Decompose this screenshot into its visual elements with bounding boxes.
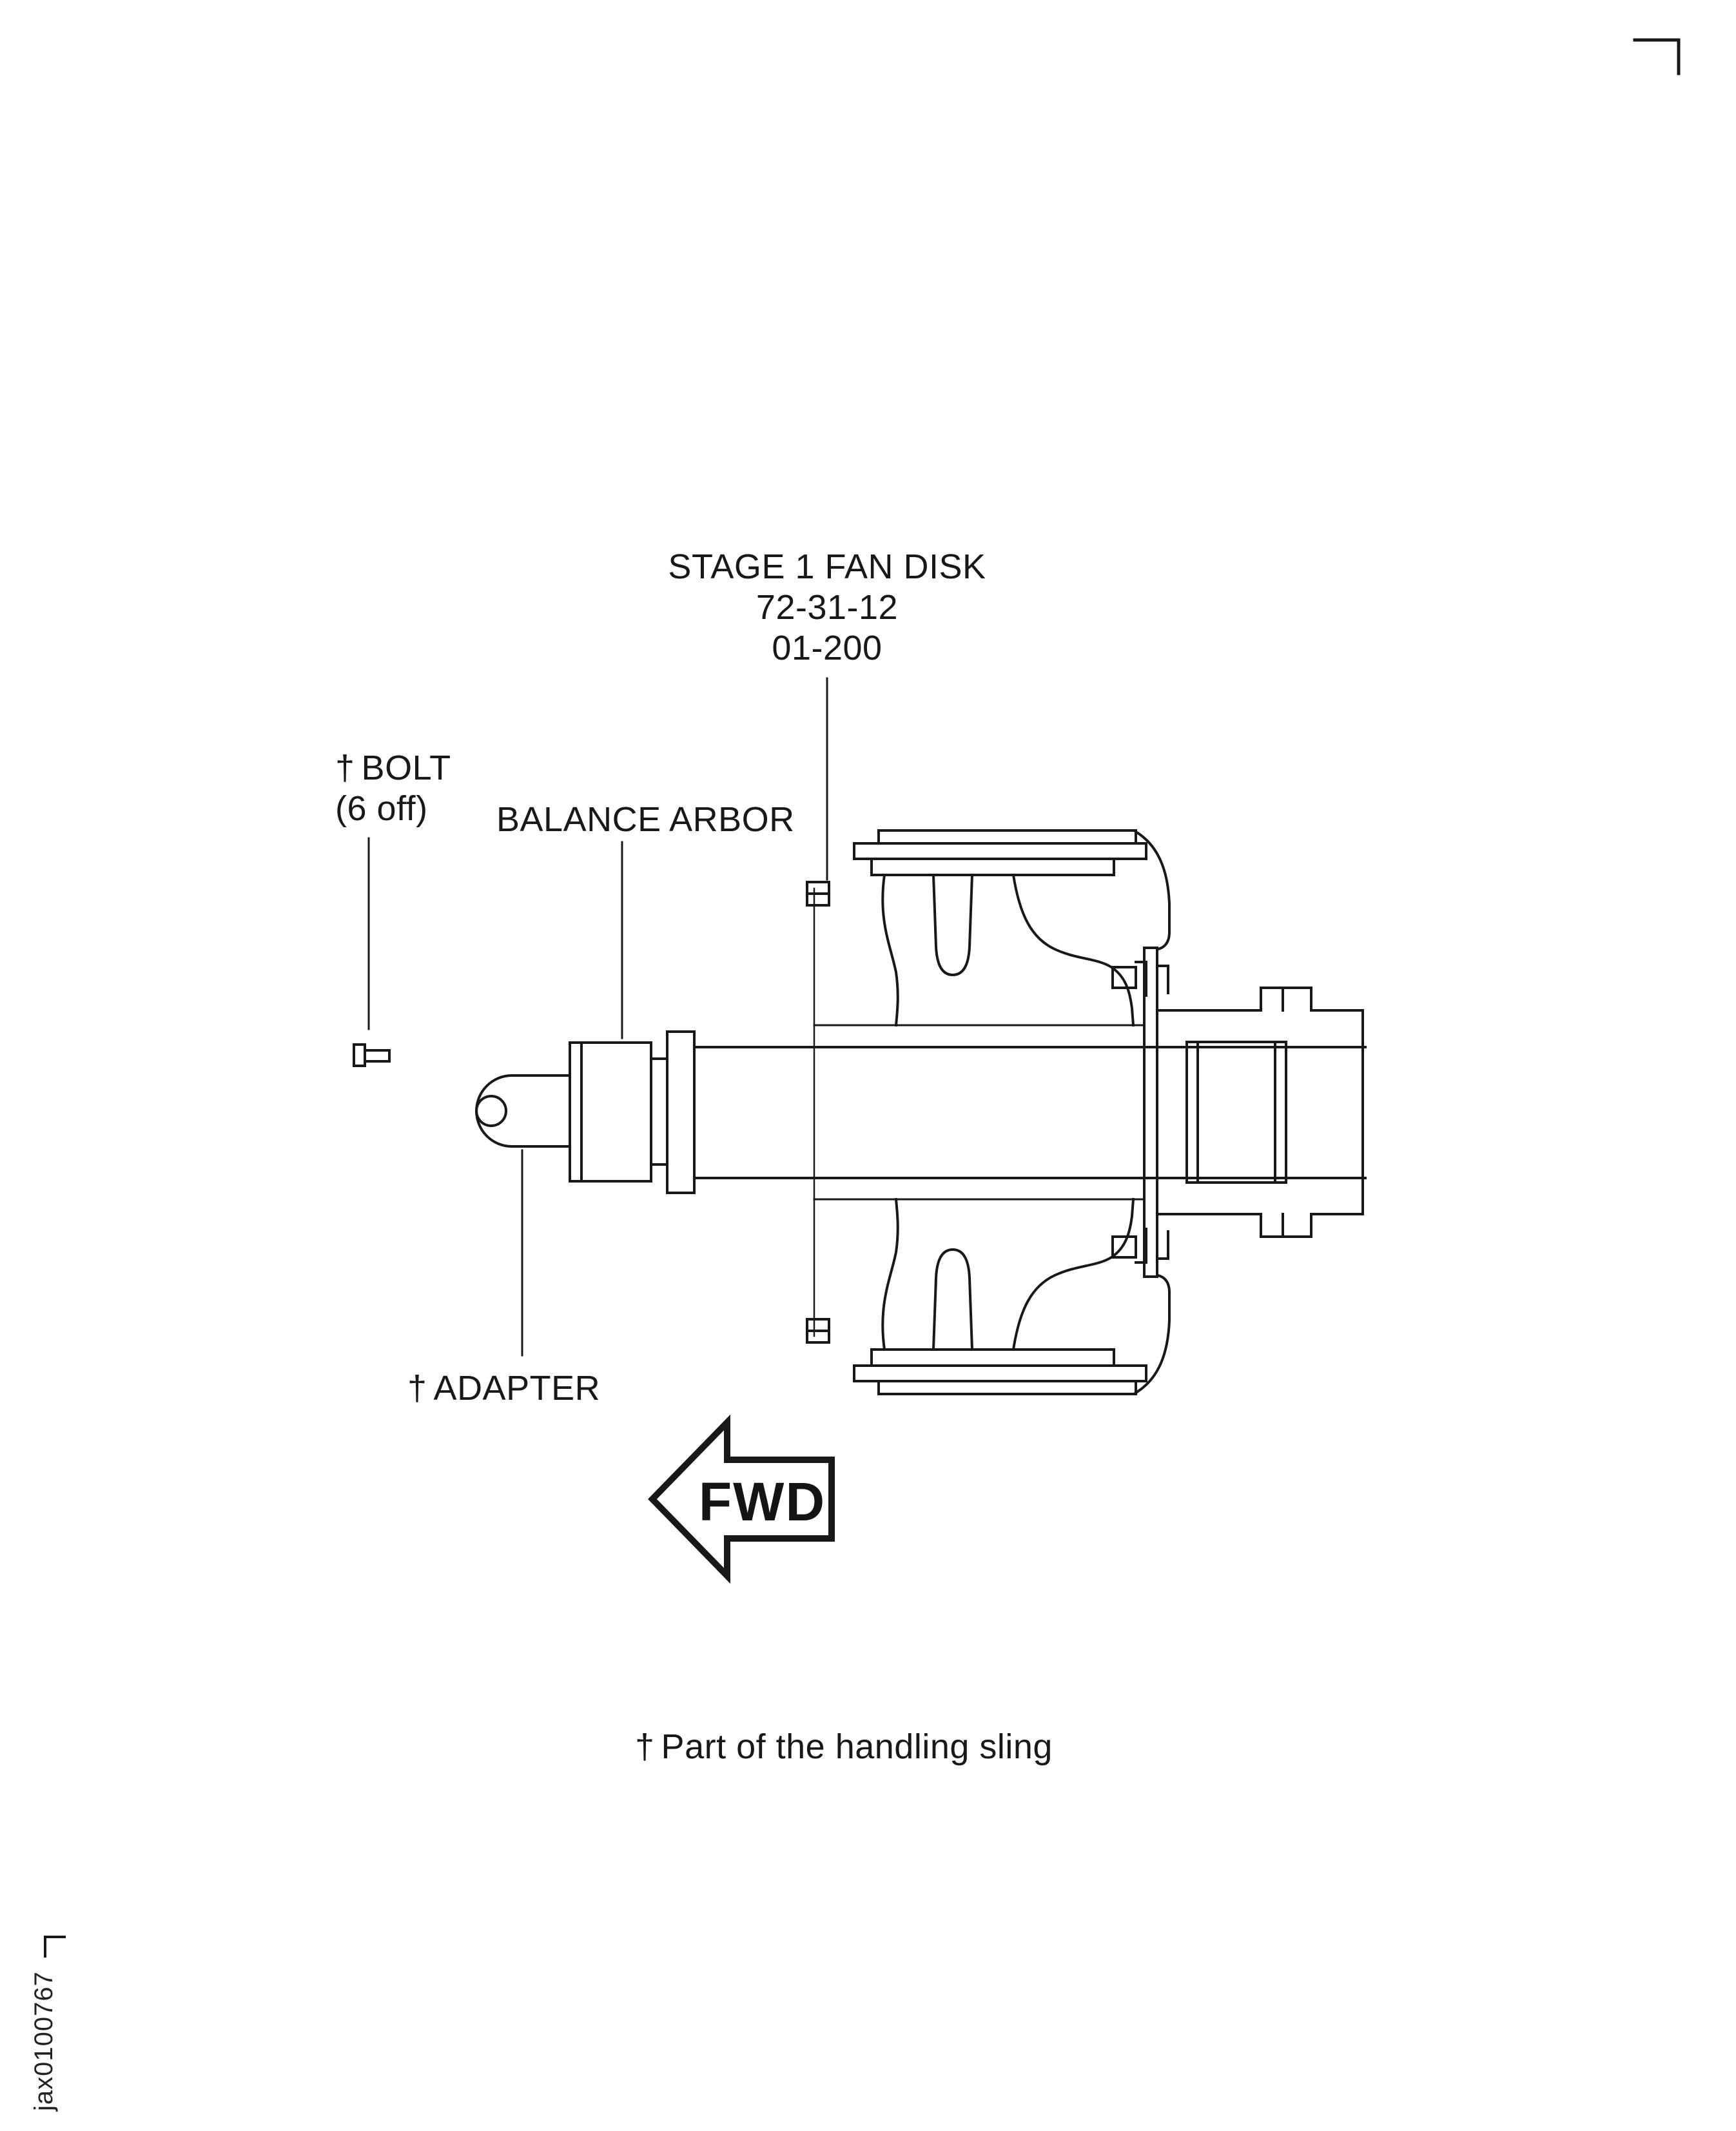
balance-arbor-label: BALANCE ARBOR bbox=[496, 800, 795, 839]
handling-sling-footnote: †Part of the handling sling bbox=[635, 1727, 1053, 1767]
bolt-callout: †BOLT (6 off) bbox=[335, 748, 451, 829]
fan-disk-ref-2: 01-200 bbox=[772, 629, 883, 667]
footnote-text: Part of the handling sling bbox=[661, 1727, 1053, 1766]
dagger-icon: † bbox=[335, 749, 355, 787]
adapter-clevis bbox=[475, 1074, 571, 1148]
fan-disk-section-half bbox=[806, 829, 1171, 1027]
bearing-journal bbox=[1185, 1041, 1287, 1184]
bolt-label: BOLT bbox=[361, 749, 451, 787]
leader-lines bbox=[367, 677, 828, 1357]
corner-mark-icon bbox=[1633, 38, 1681, 75]
retaining-plate bbox=[1143, 947, 1158, 1278]
fan-disk-ref-1: 72-31-12 bbox=[756, 588, 899, 627]
adapter-hole bbox=[475, 1095, 507, 1127]
adapter-label: ADAPTER bbox=[433, 1369, 601, 1408]
fan-disk-title: STAGE 1 FAN DISK bbox=[668, 547, 986, 586]
balance-arbor-callout: BALANCE ARBOR bbox=[496, 800, 795, 840]
shaft-right-assembly bbox=[1143, 947, 1364, 1278]
bolt-qty: (6 off) bbox=[335, 789, 428, 828]
dagger-icon: † bbox=[635, 1727, 655, 1766]
fan-disk-callout: STAGE 1 FAN DISK 72-31-12 01-200 bbox=[634, 547, 1020, 669]
dagger-icon: † bbox=[407, 1369, 427, 1408]
fwd-label: FWD bbox=[698, 1471, 826, 1532]
balance-arbor-drawing bbox=[475, 1030, 1367, 1194]
adapter-callout: †ADAPTER bbox=[407, 1368, 600, 1409]
fwd-arrow-icon bbox=[648, 1414, 835, 1584]
bolt-drawing bbox=[353, 1043, 391, 1067]
figure-code-bracket-icon bbox=[44, 1936, 66, 1958]
figure-code: jax0100767 bbox=[30, 1971, 58, 2111]
